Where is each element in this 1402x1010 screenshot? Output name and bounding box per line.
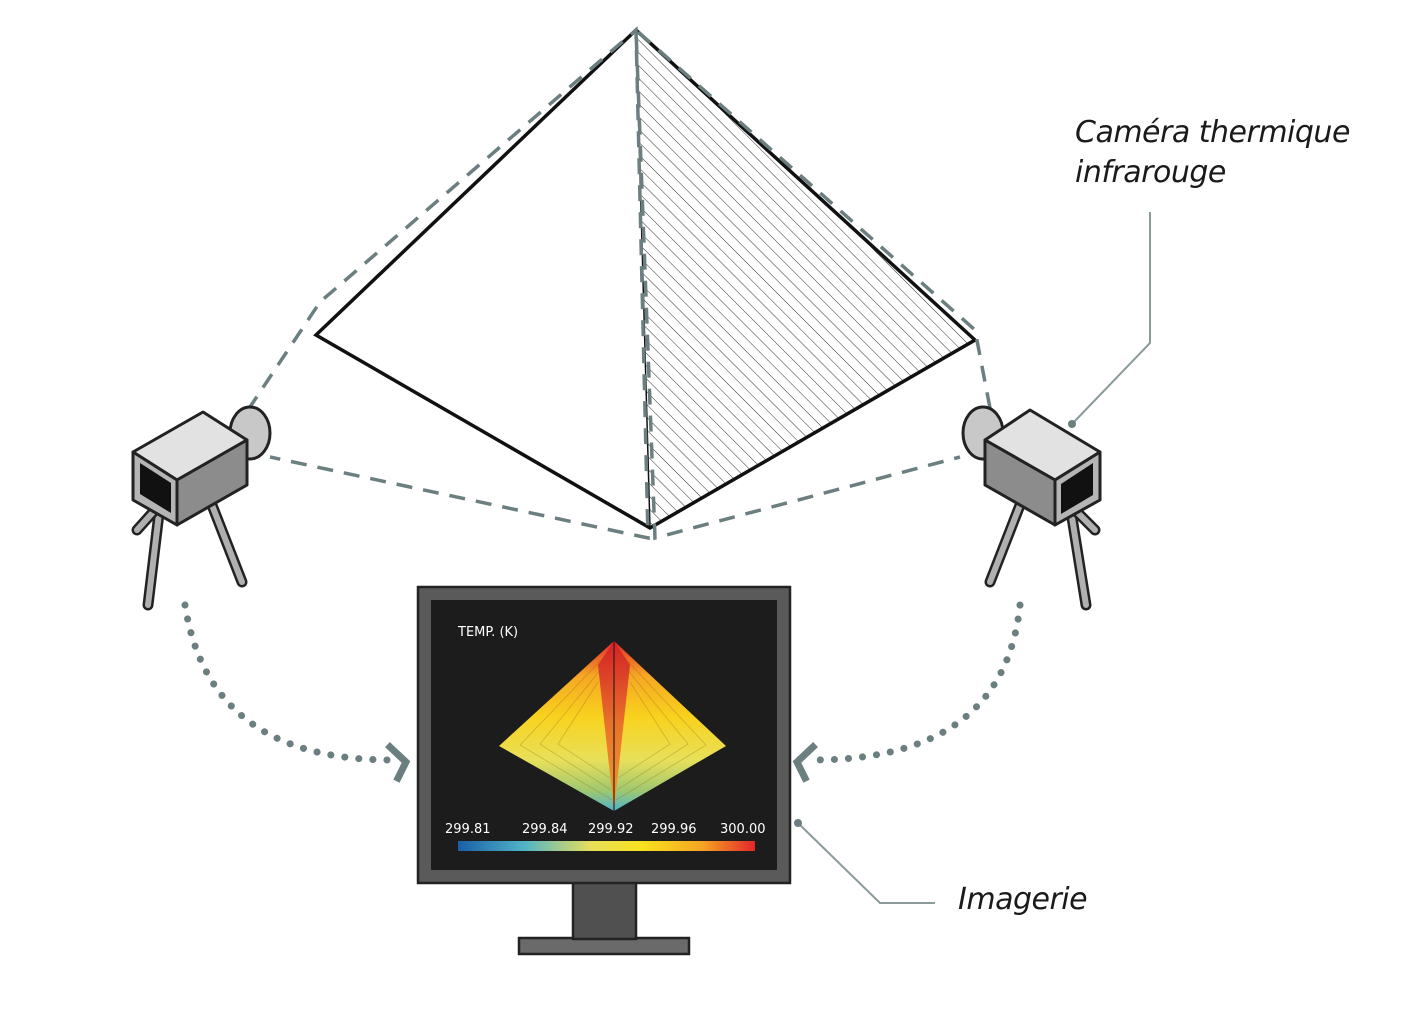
right-camera-fov [634, 25, 992, 541]
thermal-left-face [499, 641, 614, 811]
left-camera-tripod-leg [134, 507, 158, 533]
thermal-contour [557, 681, 611, 779]
monitor-stand-neck [571, 880, 638, 941]
imagery-callout-label: Imagerie [958, 882, 1088, 917]
scale-tick-label: 299.84 [522, 822, 568, 837]
left-camera-aperture [140, 463, 171, 513]
left-camera-tripod-leg [207, 497, 245, 585]
camera-label-line-1: Caméra thermique [1075, 115, 1350, 150]
right-arrowhead-icon [792, 742, 818, 783]
thermal-contour [519, 654, 613, 801]
thermal-contour [615, 654, 707, 801]
left-dotted-arrow [181, 601, 396, 764]
callout-lines [794, 212, 1151, 904]
right-dotted-arrow [808, 601, 1024, 764]
thermal-right-face [614, 641, 726, 811]
thermal-contour [616, 667, 689, 791]
scale-tick-label: 300.00 [720, 822, 766, 837]
imagery-callout-dot [794, 819, 802, 827]
pyramid-left-face [316, 30, 650, 528]
left-camera-fov [246, 26, 650, 541]
arrowheads [385, 742, 818, 783]
pyramid-right-face [636, 30, 975, 528]
thermal-contour [539, 667, 612, 791]
left-camera-tripod-leg [145, 502, 163, 608]
right-camera-aperture [1061, 463, 1093, 514]
right-camera-tripod-leg [1067, 502, 1089, 608]
colormap-bar [458, 841, 755, 851]
scale-tick-label: 299.96 [651, 822, 697, 837]
temperature-legend-title: TEMP. (K) [457, 625, 518, 640]
pyramid [313, 27, 978, 531]
temperature-scale: 299.81 299.84 299.92 299.96 300.00 [445, 822, 766, 851]
camera-callout-label: Caméra thermique infrarouge [1075, 113, 1350, 193]
scale-tick-label: 299.92 [588, 822, 634, 837]
data-transfer-arrows [181, 601, 1024, 764]
imagery-callout-line [797, 822, 935, 904]
thermal-pyramid-image [499, 641, 726, 811]
monitor-stand-base [517, 936, 691, 956]
monitor: TEMP. (K) 299.81 299.84 299.92 299.96 30… [416, 585, 792, 956]
camera-label-line-2: infrarouge [1075, 155, 1226, 190]
left-arrowhead-icon [385, 742, 411, 783]
right-infrared-camera [961, 405, 1102, 611]
camera-callout-dot [1068, 420, 1076, 428]
left-infrared-camera [131, 405, 272, 611]
field-of-view-lines [246, 25, 992, 541]
scale-tick-label: 299.81 [445, 822, 491, 837]
camera-callout-line [1071, 212, 1151, 425]
right-camera-tripod-leg [987, 497, 1025, 585]
thermal-contours [519, 654, 707, 801]
thermal-contour [617, 681, 671, 779]
